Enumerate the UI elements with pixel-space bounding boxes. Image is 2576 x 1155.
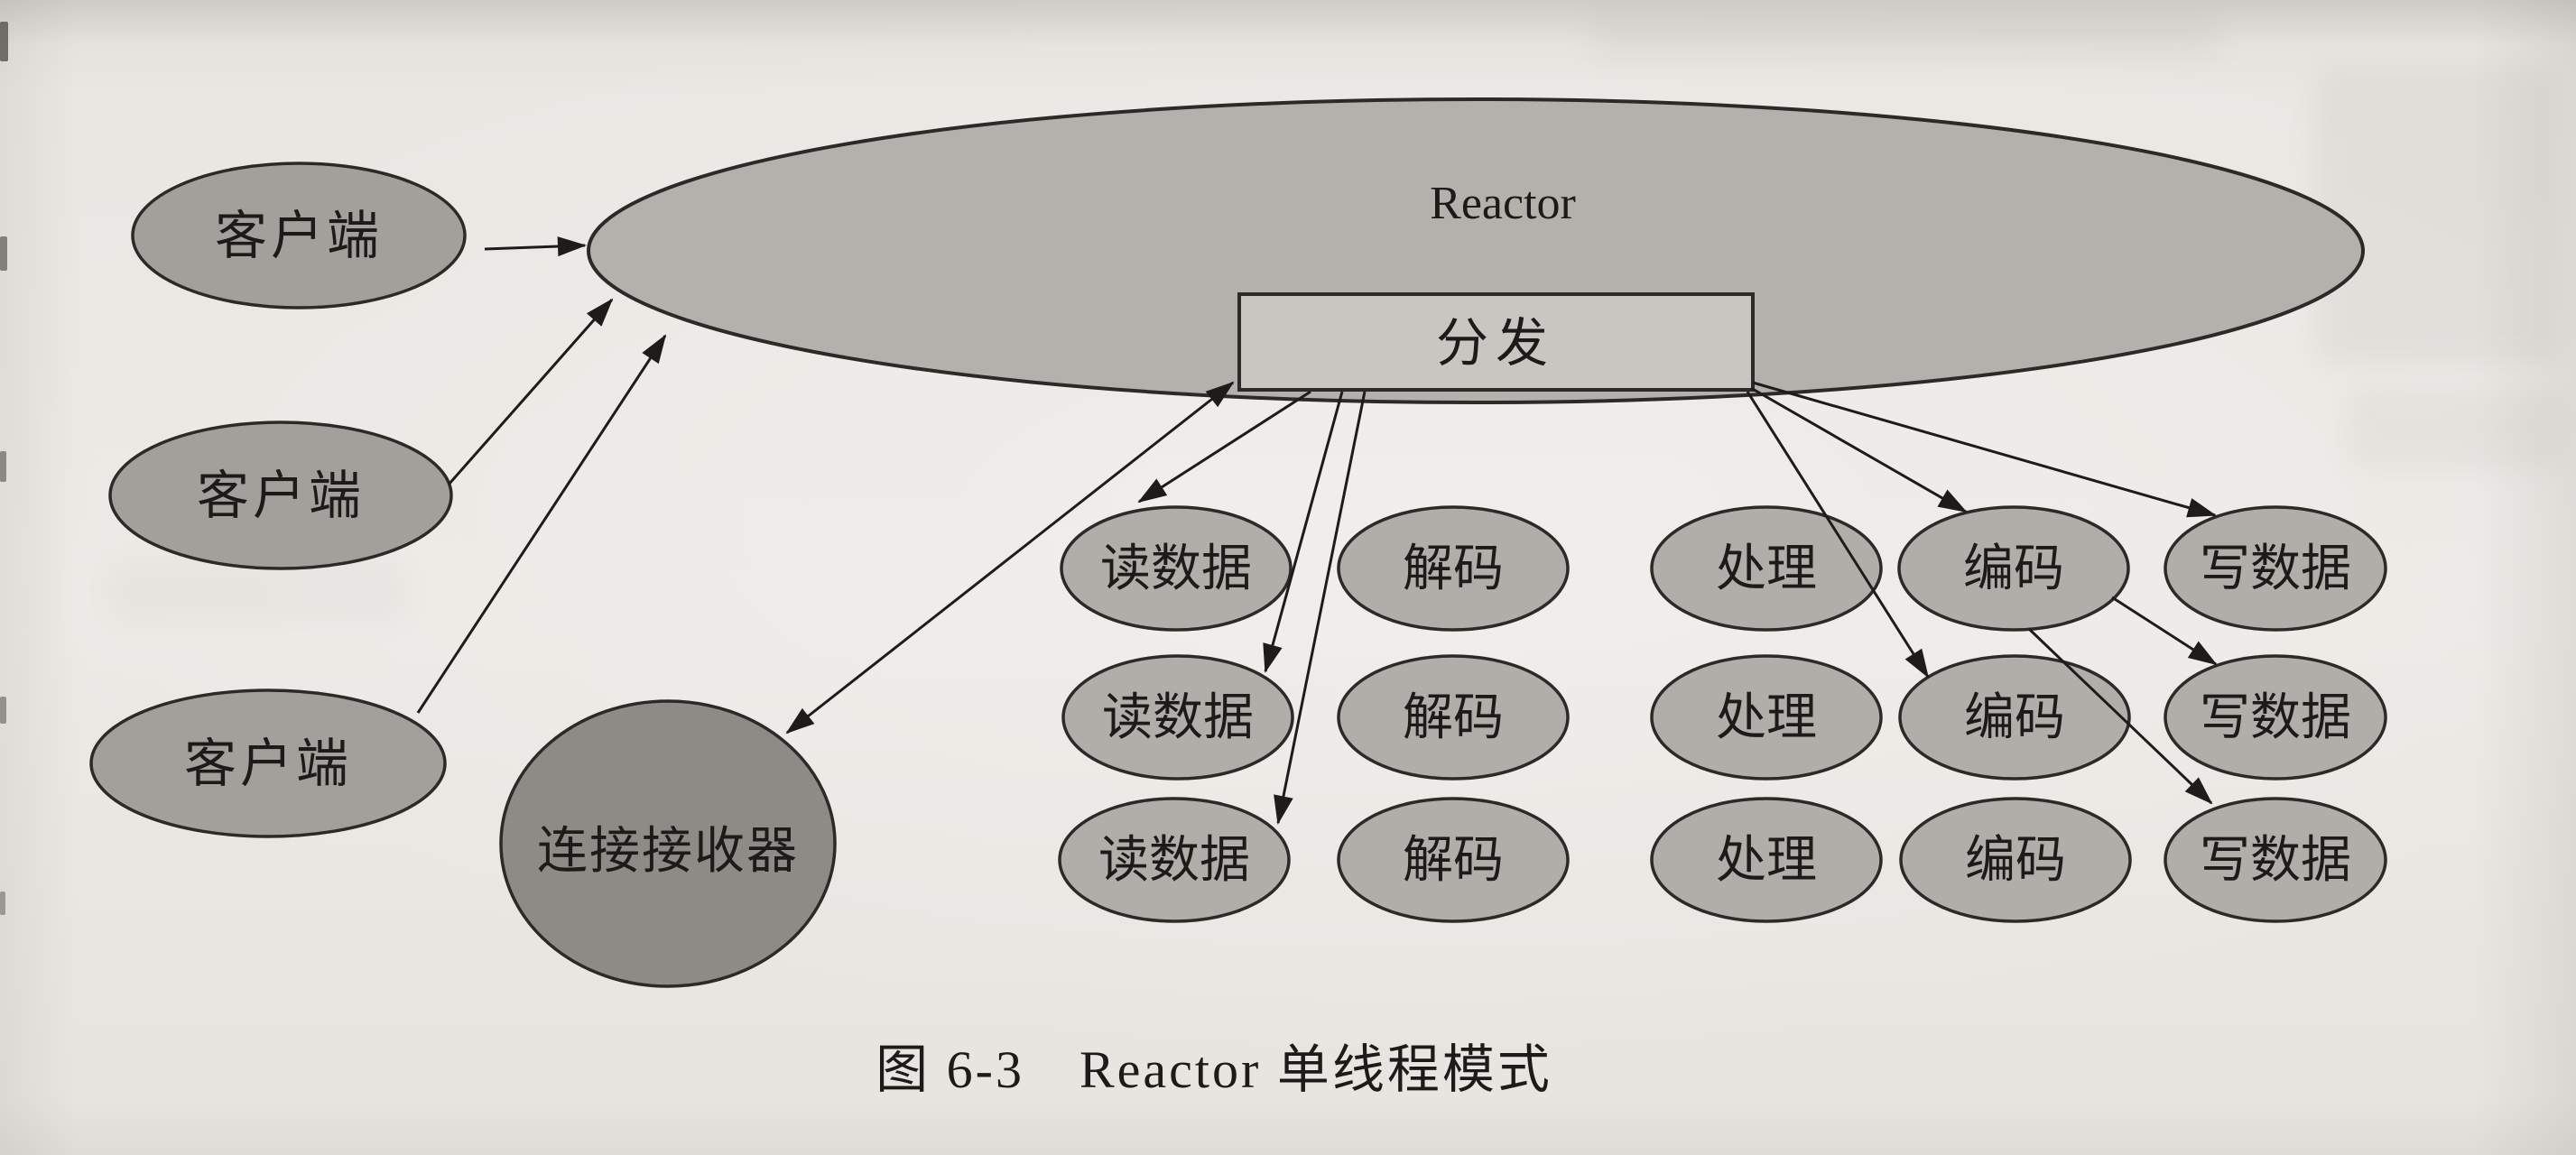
pipeline-process-row2-ellipse — [1650, 654, 1883, 781]
arrow-dispatch-to-encode-row1 — [1750, 386, 1968, 513]
pipeline-write-row2-label: 写数据 — [2200, 690, 2351, 746]
arrow-dispatch-to-encode-row2 — [1746, 391, 1930, 679]
pipeline-process-row1-label: 处理 — [1716, 541, 1817, 597]
pipeline-read-row3-label: 读数据 — [1098, 833, 1250, 889]
arrow-encode1-to-write-row2 — [2111, 596, 2218, 666]
pipeline-write-row1-label: 写数据 — [2200, 541, 2351, 597]
pipeline-process-row2-label: 处理 — [1716, 690, 1817, 746]
pipeline-decode-row3-ellipse — [1337, 797, 1570, 923]
dispatch-box — [1237, 292, 1755, 392]
pipeline-decode-row2-label: 解码 — [1403, 690, 1504, 746]
client-1-label: 客户端 — [215, 207, 383, 265]
dispatch-label: 分发 — [1436, 314, 1555, 373]
reactor-label: Reactor — [1430, 178, 1576, 229]
arrow-client2-to-reactor — [447, 298, 614, 485]
pipeline-decode-row1-label: 解码 — [1403, 541, 1504, 597]
arrow-encode1-to-write-row3 — [2027, 627, 2213, 805]
pipeline-encode-row1-ellipse — [1897, 505, 2130, 632]
pipeline-encode-row3-ellipse — [1899, 797, 2132, 923]
pipeline-decode-row3-label: 解码 — [1403, 833, 1504, 889]
reactor-ellipse — [587, 97, 2365, 404]
client-2-ellipse — [108, 420, 453, 570]
pipeline-encode-row2-ellipse — [1898, 654, 2131, 781]
arrow-dispatch-to-read-row2 — [1263, 391, 1344, 673]
pipeline-process-row3-ellipse — [1650, 797, 1883, 923]
pipeline-decode-row1-ellipse — [1337, 505, 1570, 632]
pipeline-encode-row2-label: 编码 — [1964, 690, 2065, 746]
arrow-dispatch-to-write-row1 — [1752, 381, 2217, 518]
arrow-dispatch-acceptor-bidirectional — [785, 381, 1235, 735]
client-3-label: 客户端 — [184, 735, 352, 793]
arrow-client3-to-reactor — [416, 334, 667, 714]
pipeline-write-row3-ellipse — [2164, 797, 2387, 923]
pipeline-decode-row2-ellipse — [1337, 654, 1570, 781]
pipeline-encode-row1-label: 编码 — [1963, 541, 2064, 597]
pipeline-process-row3-label: 处理 — [1716, 833, 1817, 889]
client-1-ellipse — [131, 162, 467, 310]
arrow-dispatch-to-read-row1 — [1137, 390, 1311, 504]
acceptor-label: 连接接收器 — [537, 824, 799, 880]
arrow-client1-to-reactor — [484, 236, 587, 257]
arrow-dispatch-to-read-row3 — [1274, 391, 1367, 825]
pipeline-read-row3-ellipse — [1058, 797, 1291, 923]
client-2-label: 客户端 — [197, 467, 365, 525]
pipeline-write-row3-label: 写数据 — [2200, 833, 2351, 889]
client-3-ellipse — [89, 688, 447, 838]
pipeline-encode-row3-label: 编码 — [1965, 833, 2066, 889]
pipeline-read-row1-label: 读数据 — [1100, 541, 1252, 597]
pipeline-write-row2-ellipse — [2164, 654, 2387, 781]
pipeline-write-row1-ellipse — [2164, 505, 2387, 632]
acceptor-ellipse — [499, 699, 837, 988]
pipeline-read-row2-label: 读数据 — [1102, 690, 1254, 746]
pipeline-process-row1-ellipse — [1650, 505, 1883, 632]
figure-caption: 图 6-3 Reactor 单线程模式 — [876, 1040, 1552, 1099]
